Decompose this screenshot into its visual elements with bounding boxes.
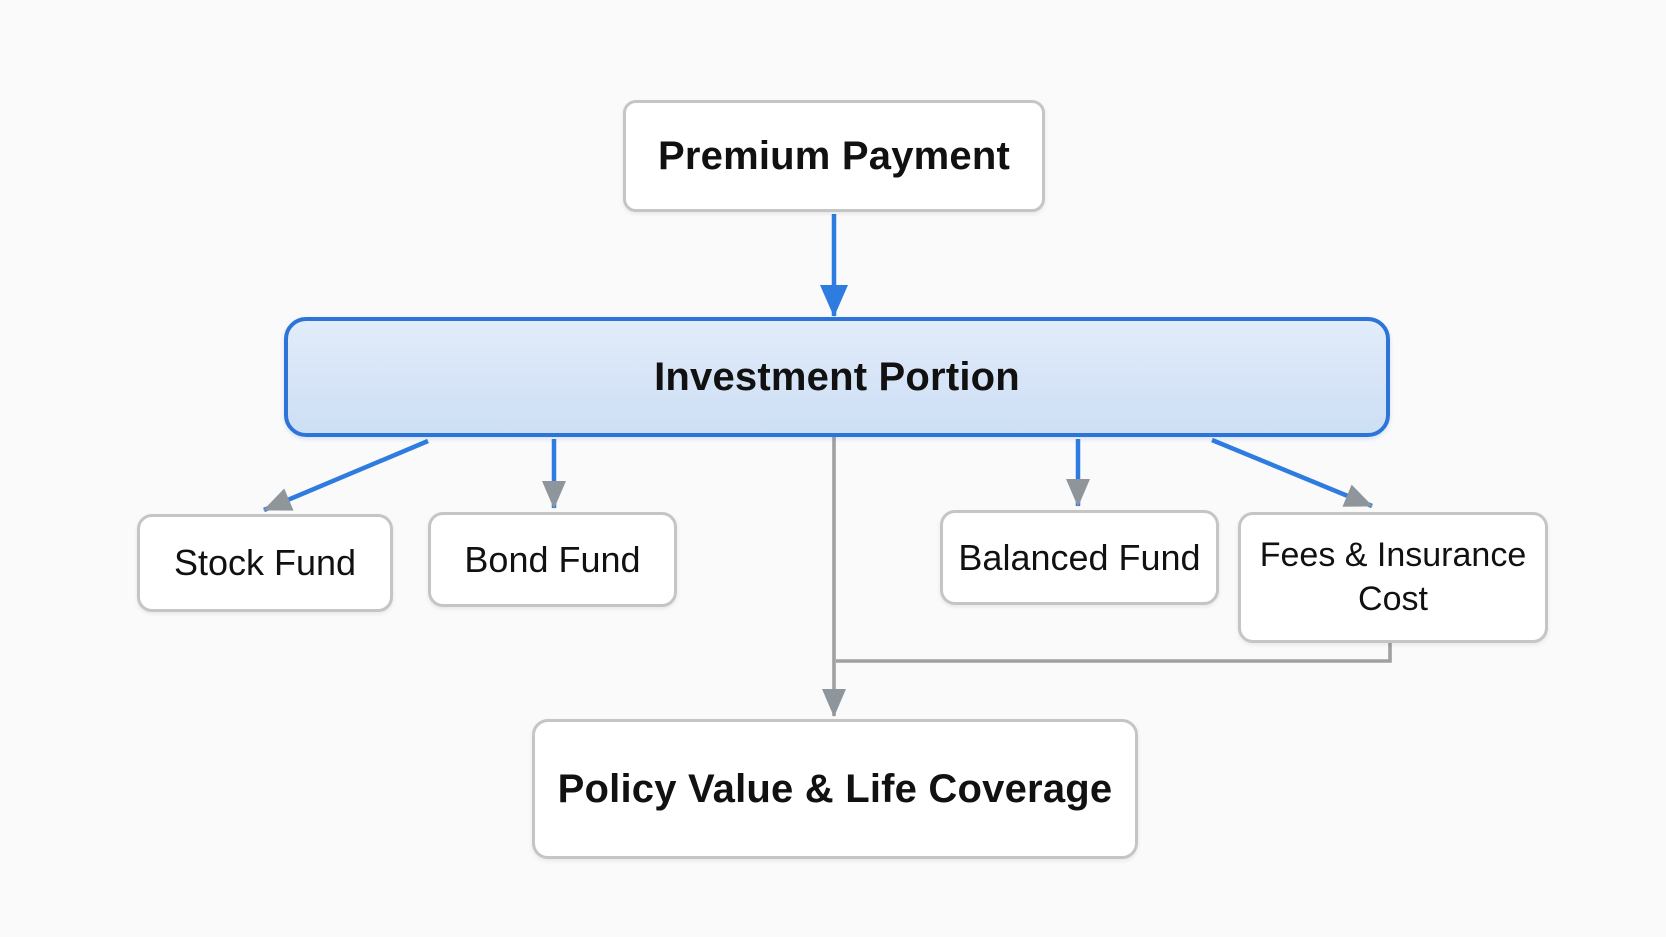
node-policy-value-life-coverage-label: Policy Value & Life Coverage [557,766,1113,811]
node-bond-fund-label: Bond Fund [464,538,641,580]
node-fees-insurance-cost-label: Fees & Insurance Cost [1259,535,1527,618]
arrow-investment-to-stock [263,438,429,513]
node-premium-payment-label: Premium Payment [657,133,1011,178]
node-stock-fund: Stock Fund [137,514,393,612]
node-balanced-fund-label: Balanced Fund [958,536,1201,578]
node-investment-portion-label: Investment Portion [654,354,1020,399]
node-balanced-fund: Balanced Fund [940,510,1219,605]
node-premium-payment: Premium Payment [623,100,1045,212]
node-policy-value-life-coverage: Policy Value & Life Coverage [532,719,1138,859]
arrow-investment-to-fees [1211,437,1373,509]
connector-fees-to-junction [836,643,1392,663]
node-fees-insurance-cost: Fees & Insurance Cost [1238,512,1548,643]
node-bond-fund: Bond Fund [428,512,677,607]
node-stock-fund-label: Stock Fund [173,542,357,583]
node-investment-portion: Investment Portion [284,317,1390,437]
